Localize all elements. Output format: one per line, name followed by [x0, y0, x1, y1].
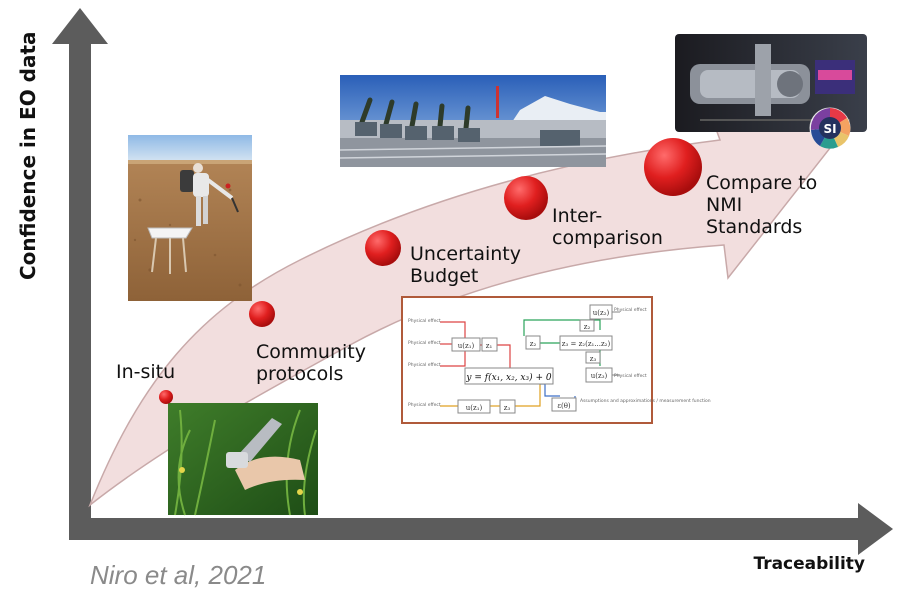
x-axis-title: Traceability — [753, 554, 865, 574]
diagram-node-label: z₂ — [530, 340, 537, 348]
diagram-side-text: Physical effect — [408, 318, 441, 324]
step-label-community-protocols: Community protocols — [256, 341, 366, 385]
diagram-side-text: Assumptions and approximations / measure… — [580, 398, 711, 404]
step-dot-uncertainty-budget — [365, 230, 401, 266]
diagram-node-label: z₃ — [590, 355, 597, 363]
diagram-side-text: Physical effect — [408, 362, 441, 368]
diagram-node-label: ε(θ) — [557, 402, 571, 410]
diagram-node-label: u(z₁) — [458, 342, 475, 350]
step-label-in-situ: In-situ — [116, 361, 176, 383]
si-logo-text: SI — [823, 122, 836, 136]
y-axis-title-text: Confidence in EO data — [16, 31, 40, 280]
diagram-node-label: u(z₂) — [593, 309, 610, 317]
diagram-side-text: Physical effect — [614, 373, 647, 379]
step-label-intercomparison: Inter- comparison — [552, 205, 663, 249]
rooftop-instruments-photo — [339, 75, 607, 167]
x-axis — [69, 503, 893, 555]
step-dots — [159, 138, 702, 404]
y-axis — [52, 8, 108, 540]
step-dot-community-protocols — [249, 301, 275, 327]
diagram-node-label: z₃ = z₂(z₁...z₂) — [562, 340, 611, 348]
diagram-node-label: u(z₃) — [591, 372, 608, 380]
desert-field-photo — [128, 135, 252, 301]
si-logo: SI — [809, 107, 851, 149]
diagram-side-text: Physical effect — [408, 340, 441, 346]
step-label-uncertainty-budget: Uncertainty Budget — [410, 243, 522, 287]
diagram-node-label: u(z₁) — [466, 404, 483, 412]
uncertainty-diagram-inset: u(z₁) z₁ z₂ z₃ = z₂(z₁...z₂) u(z₂) z₂ z₃… — [401, 296, 711, 424]
step-dot-in-situ — [159, 390, 173, 404]
diagram-node-label: z₂ — [584, 323, 591, 331]
diagram-node-label: z₁ — [486, 342, 493, 350]
diagram-side-text: Physical effect — [614, 307, 647, 313]
citation-text: Niro et al, 2021 — [90, 560, 267, 590]
step-dot-intercomparison — [504, 176, 548, 220]
grass-measurement-photo — [168, 403, 318, 516]
lab-instrument-photo — [675, 34, 867, 132]
step-label-nmi-standards: Compare to NMI Standards — [706, 172, 818, 238]
step-dot-nmi-standards — [644, 138, 702, 196]
diagram-formula: y = f(x₁, x₂, x₃) + 0 — [465, 372, 551, 383]
diagram-side-text: Physical effect — [408, 402, 441, 408]
diagram-node-label: z₃ — [504, 404, 511, 412]
